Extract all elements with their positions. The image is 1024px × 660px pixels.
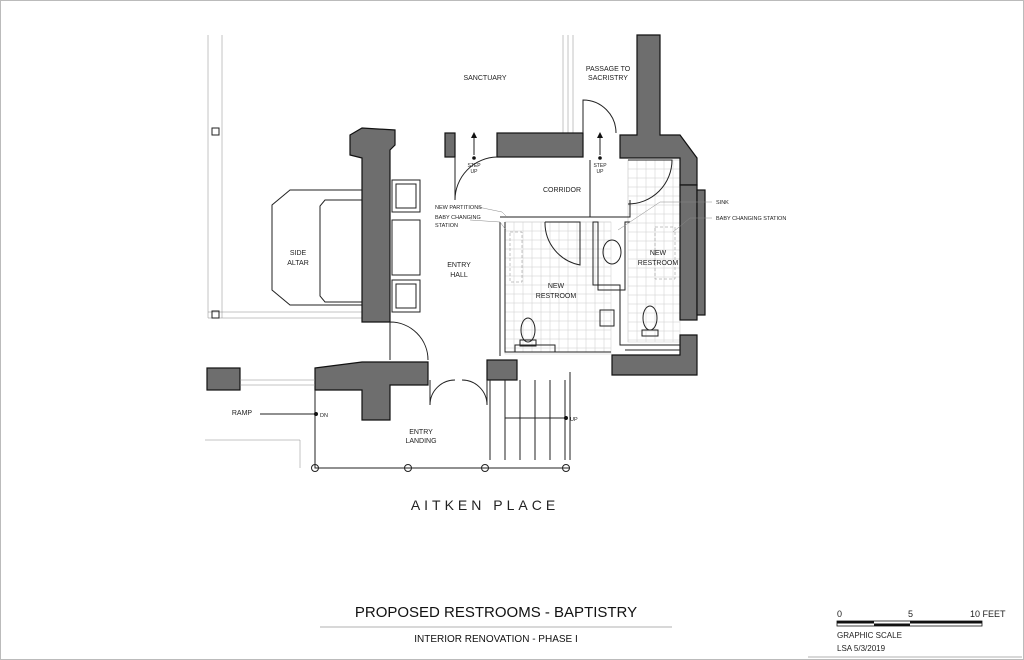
label-entry: ENTRY [447, 262, 471, 269]
entry-landing-rail [311, 390, 570, 472]
scale-label: GRAPHIC SCALE [837, 631, 902, 640]
door-swings [389, 99, 673, 406]
label-entry: ENTRY [409, 429, 433, 436]
new-partitions [499, 160, 680, 356]
label-step: STEP [467, 163, 481, 169]
entry-stairs [489, 372, 571, 460]
label-new-partitions: NEW PARTITIONS [435, 205, 482, 211]
label-restroom: RESTROOM [536, 293, 577, 300]
leader-lines [469, 201, 712, 233]
label-new: NEW [548, 283, 565, 290]
label-sacristry: SACRISTRY [588, 75, 628, 82]
label-ramp: RAMP [232, 410, 253, 417]
label-corridor: CORRIDOR [543, 187, 581, 194]
label-side: SIDE [290, 250, 307, 257]
scale-tick-10: 10 FEET [970, 609, 1006, 619]
scale-tick-0: 0 [837, 609, 842, 619]
fixtures [509, 226, 676, 353]
walls [206, 34, 706, 421]
label-sink: SINK [716, 200, 729, 206]
label-up: UP [570, 417, 578, 423]
label-up: UP [597, 169, 605, 175]
label-altar: ALTAR [287, 260, 309, 267]
label-hall: HALL [450, 272, 468, 279]
drawing-subtitle: INTERIOR RENOVATION - PHASE I [414, 634, 578, 645]
label-restroom: RESTROOM [638, 260, 679, 267]
label-sanctuary: SANCTUARY [463, 75, 506, 82]
sanctuary-boundary [207, 35, 574, 319]
label-baby-changing: BABY CHANGING [435, 215, 481, 221]
label-dn: DN [320, 413, 328, 419]
ramp [205, 379, 568, 468]
label-station: STATION [435, 223, 458, 229]
label-step: STEP [593, 163, 607, 169]
side-altar [271, 189, 362, 306]
author-date: LSA 5/3/2019 [837, 644, 886, 653]
graphic-scale-bar [836, 620, 983, 627]
scale-tick-5: 5 [908, 609, 913, 619]
step-up-arrows [471, 132, 603, 160]
label-new: NEW [650, 250, 667, 257]
label-up: UP [471, 169, 479, 175]
benches [391, 179, 421, 313]
street-name: AITKEN PLACE [411, 497, 559, 513]
label-passage: PASSAGE TO [586, 66, 631, 73]
label-landing: LANDING [405, 438, 436, 445]
label-baby-changing-station: BABY CHANGING STATION [716, 216, 786, 222]
drawing-title: PROPOSED RESTROOMS - BAPTISTRY [354, 604, 638, 621]
